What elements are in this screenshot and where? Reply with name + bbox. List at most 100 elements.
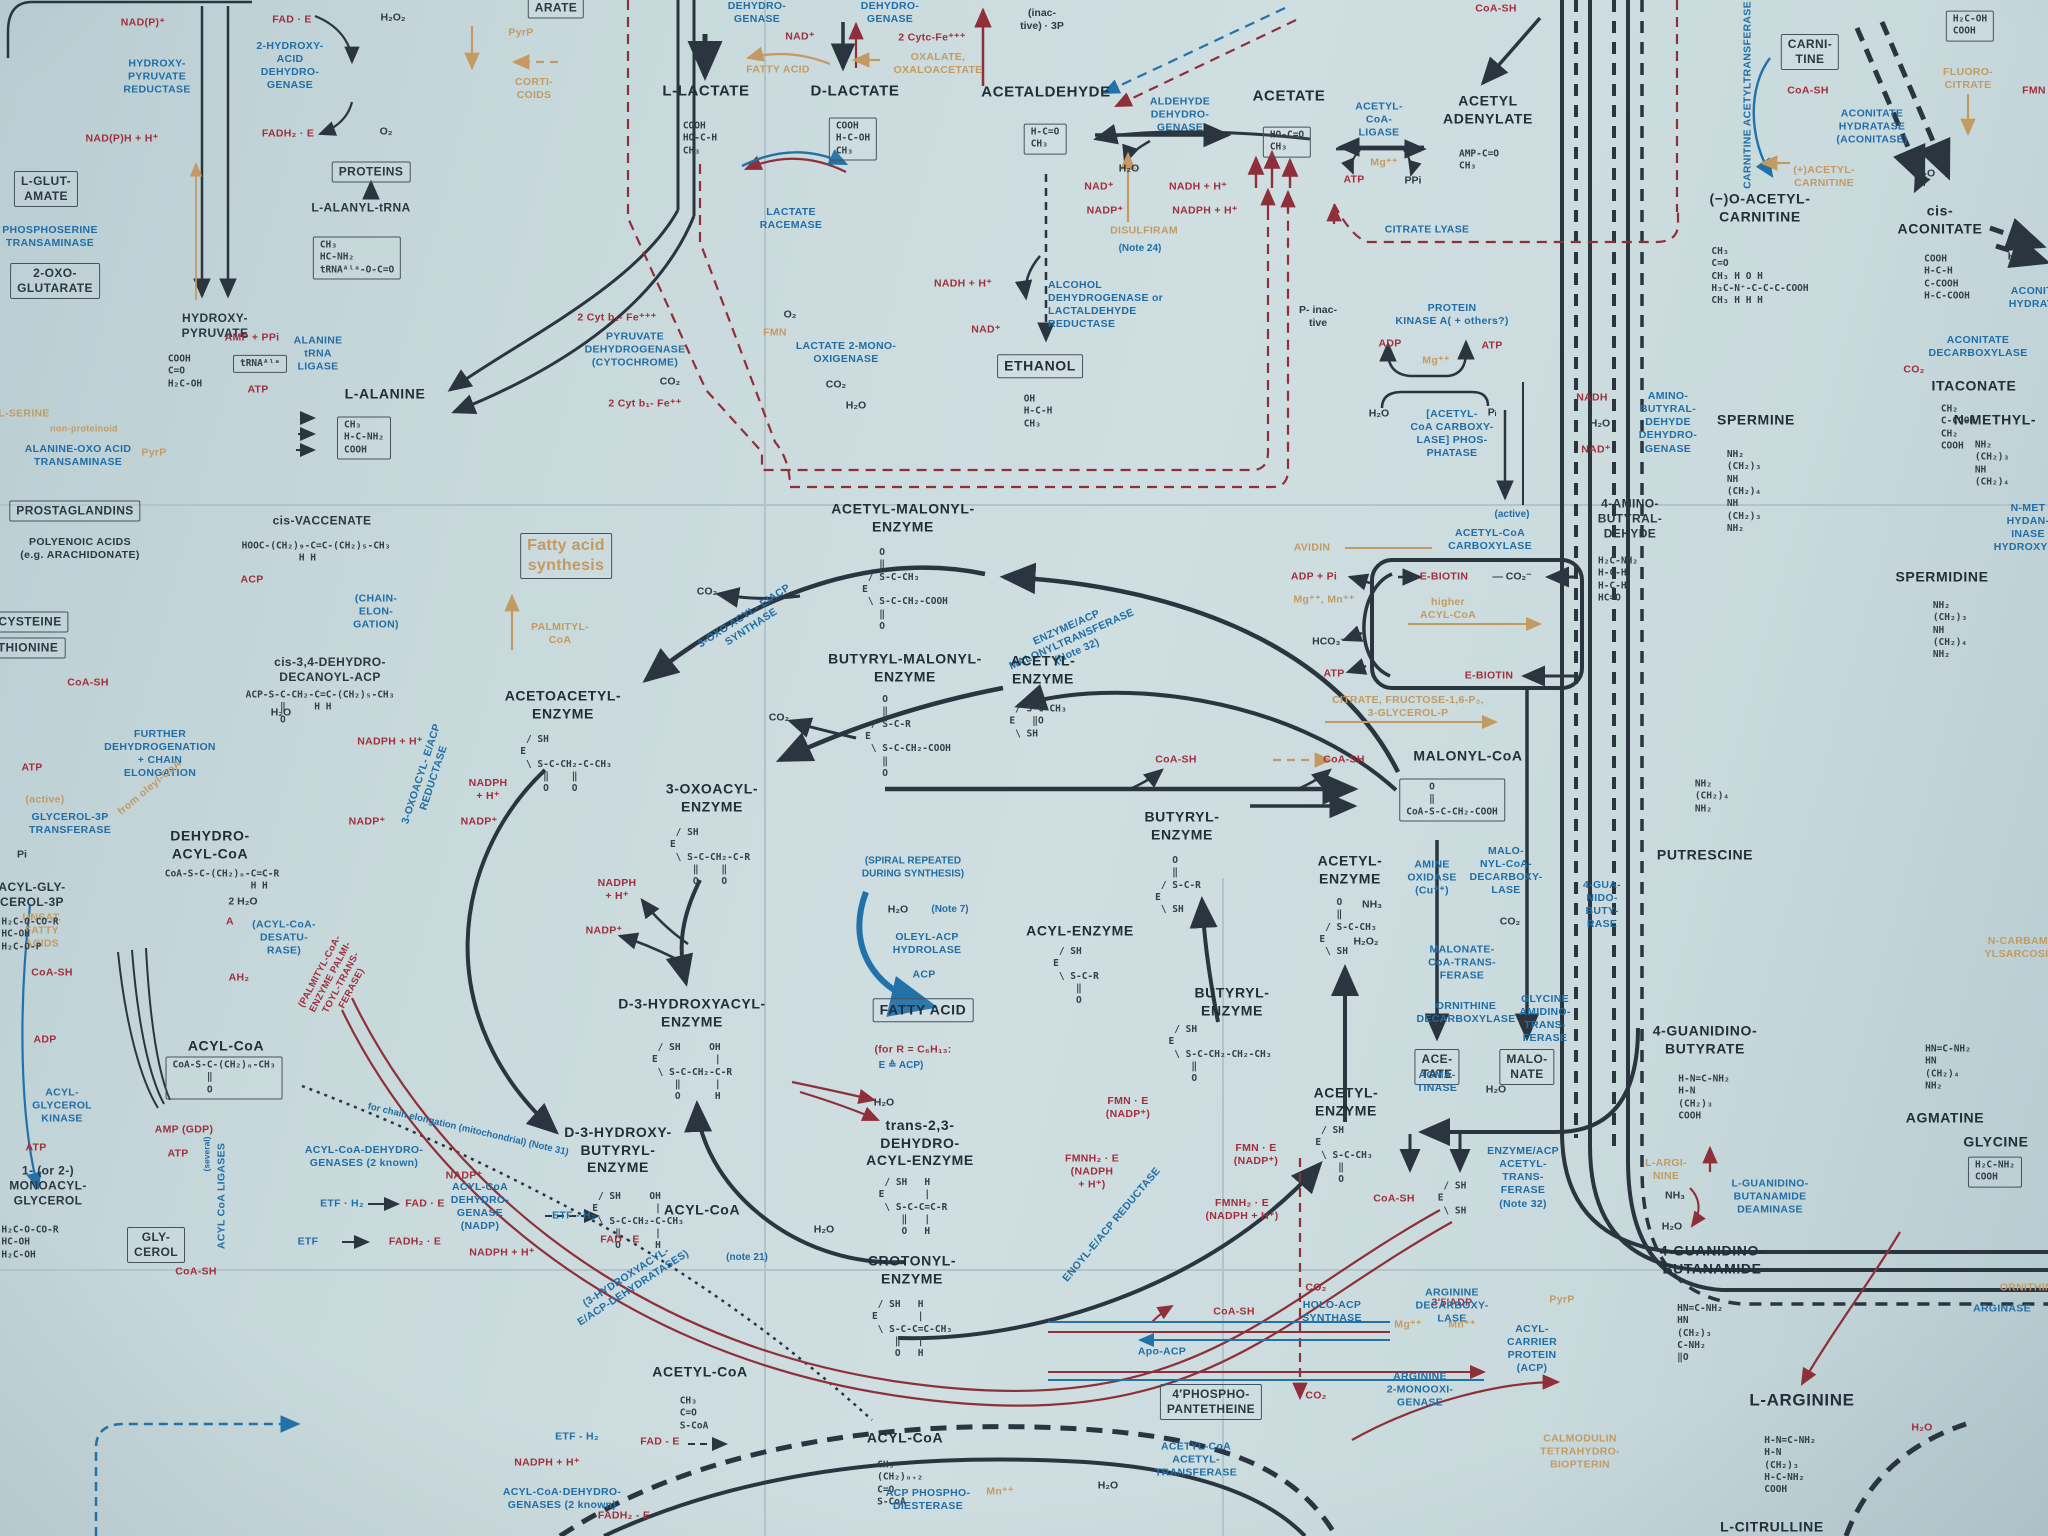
acetyl-mid-structure: / S-C-CH₃ E ‖O \ SH bbox=[1009, 703, 1067, 740]
nadp-cycle: NADP⁺ bbox=[585, 924, 623, 937]
h2o-right: H₂O bbox=[845, 399, 867, 412]
acetaldehyde-structure: H-C=O CH₃ bbox=[1023, 123, 1067, 155]
acetyl-lower-structure: / SH E \ S-C-CH₃ ‖ O bbox=[1315, 1125, 1373, 1186]
nadh-adh: NADH + H⁺ bbox=[933, 277, 993, 290]
for-r: (for R = C₆H₁₃: bbox=[874, 1043, 952, 1056]
further-dehydrogenation: FURTHER DEHYDROGENATION + CHAIN ELONGATI… bbox=[104, 727, 216, 780]
malonate-box: MALO- NATE bbox=[1499, 1049, 1555, 1085]
etf-1: ETF bbox=[297, 1235, 319, 1248]
atp-ligases: ATP bbox=[167, 1147, 189, 1160]
fad-e-1: FAD · E bbox=[405, 1197, 445, 1210]
2-h2o: 2 H₂O bbox=[228, 895, 258, 908]
amine-oxidase: AMINE OXIDASE (Cu⁺⁺) bbox=[1407, 858, 1457, 897]
avidin: AVIDIN bbox=[1293, 541, 1331, 554]
lactate-racemase: LACTATE RACEMASE bbox=[759, 205, 823, 231]
nadp-left-1: NADP⁺ bbox=[348, 815, 386, 828]
fmn-e-1: FMN · E (NADP⁺) bbox=[1105, 1094, 1151, 1120]
e-biotin-co2: E-BIOTIN bbox=[1419, 570, 1469, 583]
itaconate-structure: CH₂ C-COOH CH₂ COOH bbox=[1940, 403, 1976, 452]
nad-adh: NAD⁺ bbox=[971, 323, 1001, 336]
pyrp-3: PyrP bbox=[1549, 1293, 1575, 1306]
adp-pi: ADP + Pi bbox=[1290, 570, 1338, 583]
acyl-coa-dehydrogenase-nadp: ACYL-CoA DEHYDRO- GENASE (NADP) bbox=[450, 1180, 510, 1233]
ornithine-frag: ORNITHINE bbox=[1999, 1281, 2048, 1294]
nad-ald: NAD⁺ bbox=[1084, 180, 1114, 193]
mg-ligase: Mg⁺⁺ bbox=[1370, 156, 1398, 169]
citrate-lyase: CITRATE LYASE bbox=[1384, 223, 1470, 236]
acp-red: ACP bbox=[240, 573, 264, 586]
polyenoic-acids: POLYENOIC ACIDS (e.g. ARACHIDONATE) bbox=[20, 535, 140, 561]
fad-e: FAD · E bbox=[272, 13, 312, 26]
l-lactate-structure: COOH HO-C-H CH₃ bbox=[682, 120, 718, 157]
h2o-aconitate: H₂O bbox=[1914, 167, 1936, 180]
aminobutyraldehyde-dh: AMINO- BUTYRAL- DEHYDE DEHYDRO- GENASE bbox=[1638, 390, 1698, 455]
cis34-dehydro-decanoyl: cis-3,4-DEHYDRO- DECANOYL-ACP bbox=[274, 655, 386, 684]
l-citrulline: L-CITRULLINE bbox=[1720, 1518, 1824, 1535]
coash-carnitine: CoA-SH bbox=[1787, 84, 1829, 97]
guanidino-butanamide: 4-GUANIDINO- BUTANAMIDE bbox=[1659, 1242, 1765, 1277]
d-lactate: D-LACTATE bbox=[810, 82, 900, 100]
itaconate: ITACONATE bbox=[1931, 377, 2017, 394]
monoacyl-structure: H₂C-O-CO-R HC-OH H₂C-OH bbox=[1, 1224, 59, 1261]
non-proteinoid: non-proteinoid bbox=[50, 423, 118, 434]
cis-vaccenate: cis-VACCENATE bbox=[272, 513, 372, 528]
pyrp-2: PyrP bbox=[508, 26, 534, 39]
h2o-acp: H₂O bbox=[1097, 1479, 1119, 1492]
black-arrows bbox=[6, 0, 2048, 1536]
carnitine-box: CARNI- TINE bbox=[1780, 34, 1840, 70]
coash-bottom-left: CoA-SH bbox=[175, 1265, 217, 1278]
pyruvate-dehydrogenase-cyt: PYRUVATE DEHYDROGENASE (CYTOCHROME) bbox=[584, 330, 686, 369]
etf-h2-2: ETF - H₂ bbox=[552, 1209, 596, 1222]
trans-dehydro-acyl-enzyme: trans-2,3- DEHYDRO- ACYL-ENZYME bbox=[866, 1116, 974, 1168]
co2-synthase-2: CO₂ bbox=[768, 711, 790, 724]
l-alanyl-trna: L-ALANYL-tRNA bbox=[311, 200, 411, 215]
nh3-amine: NH₃ bbox=[1361, 898, 1383, 911]
o-acetyl-carnitine-structure: CH₃ C=O CH₃ H O H H₃C-N⁺-C-C-C-COOH CH₃ … bbox=[1711, 246, 1809, 307]
cytb1-fe2: 2 Cyt b₁- Fe⁺⁺ bbox=[608, 397, 682, 410]
atp-kinase: ATP bbox=[1481, 339, 1503, 352]
putrescine-structure: NH₂ (CH₂)₄ NH₂ bbox=[1694, 778, 1730, 815]
carbamoyl-frag: N-CARBAMO- YLSARCOSINE bbox=[1984, 934, 2048, 960]
glycerol-box: GLY- CEROL bbox=[127, 1227, 185, 1263]
several: (several) bbox=[201, 1136, 212, 1172]
d3-hydroxyacyl-structure: / SH OH E | \ S-C-CH₂-C-R ‖ | O H bbox=[651, 1042, 733, 1103]
acetyl-enzyme-lower: ACETYL- ENZYME bbox=[1313, 1084, 1379, 1119]
inactive-3p: (inac- tive) · 3P bbox=[1020, 6, 1064, 32]
lactate-monooxigenase: LACTATE 2-MONO- OXIGENASE bbox=[795, 339, 897, 365]
n-methyl-frag: N-METHYL- bbox=[1953, 411, 2037, 428]
acetyltransferase: ENZYME/ACP ACETYL- TRANS- FERASE (Note 3… bbox=[1487, 1145, 1559, 1210]
acyl-coa-dehydrogenases-1: ACYL-CoA-DEHYDRO- GENASES (2 known) bbox=[304, 1143, 424, 1169]
adenylate-structure: AMP-C=O CH₃ bbox=[1458, 148, 1500, 172]
d3-hydroxybutyryl-enzyme: D-3-HYDROXY- BUTYRYL- ENZYME bbox=[564, 1123, 672, 1175]
cytc-fe: 2 Cytc-Fe⁺⁺⁺ bbox=[898, 31, 966, 44]
fad-e-2: FAD · E bbox=[600, 1233, 640, 1246]
coash-transferase: CoA-SH bbox=[1373, 1192, 1415, 1205]
acyl-carrier-protein: ACYL- CARRIER PROTEIN (ACP) bbox=[1507, 1322, 1557, 1375]
glycolate-box: H₂C-OH COOH bbox=[1945, 10, 1995, 42]
oxoacyl-enzyme: 3-OXOACYL- ENZYME bbox=[665, 780, 759, 815]
proteins: PROTEINS bbox=[331, 161, 411, 183]
ethanol: ETHANOL bbox=[997, 354, 1083, 378]
h2o-agmatinase: H₂O bbox=[1485, 1083, 1507, 1096]
orange-regulation-lines bbox=[189, 26, 1976, 768]
cysteine: CYSTEINE bbox=[0, 611, 69, 633]
nadp-plus: NAD(P)⁺ bbox=[120, 16, 166, 29]
l-lactate: L-LACTATE bbox=[662, 82, 750, 100]
acetyl-coa-ligase: ACETYL- CoA- LIGASE bbox=[1355, 100, 1403, 139]
etf-h2-3: ETF - H₂ bbox=[555, 1430, 599, 1443]
disulfiram: DISULFIRAM bbox=[1110, 224, 1178, 237]
l-serine: L-SERINE bbox=[0, 407, 50, 420]
note-7: (Note 7) bbox=[931, 903, 969, 915]
hydroxypyruvate-structure: COOH C=O H₂C-OH bbox=[167, 353, 203, 390]
mg-kinase: Mg⁺⁺ bbox=[1422, 354, 1450, 367]
amp-gdp: AMP (GDP) bbox=[154, 1123, 214, 1136]
pi-phosphatase: Pᵢ bbox=[1487, 406, 1497, 419]
nadph-left-2: NADPH + H⁺ bbox=[468, 776, 508, 802]
glycerol3p-transferase: GLYCEROL-3P TRANSFERASE bbox=[28, 810, 112, 836]
butyryl-lower-structure: / SH E \ S-C-CH₂-CH₂-CH₃ ‖ O bbox=[1168, 1024, 1272, 1085]
red-regulation-lines bbox=[341, 0, 1901, 1441]
acyl-coa-product: ACYL-CoA bbox=[866, 1429, 944, 1446]
atp-alanine: ATP bbox=[247, 383, 269, 396]
nadp-left-2: NADP⁺ bbox=[460, 815, 498, 828]
